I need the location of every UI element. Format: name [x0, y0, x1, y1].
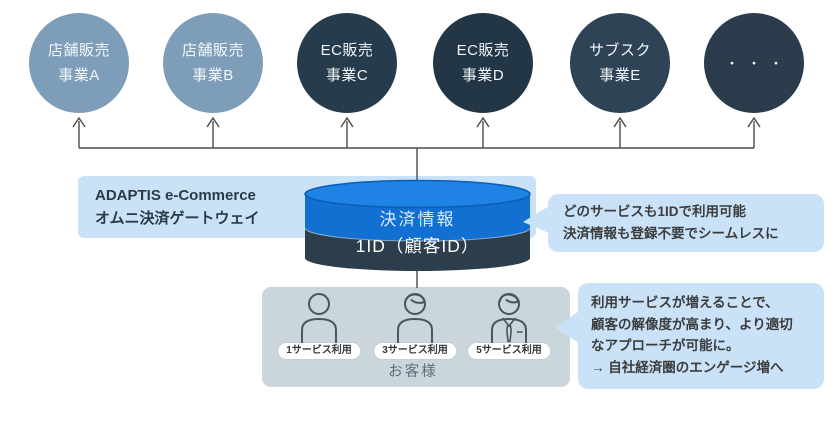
customers-title: お客様 — [388, 364, 438, 380]
customer-group-box: 1サービス利用 3サービス利用 5サービス利用 お客様 — [262, 287, 570, 387]
service-label-line2: 事業D — [461, 67, 505, 84]
service-circle-store-a: 店舗販売 事業A — [29, 13, 129, 113]
callout-text-line: なアプローチが可能に。 — [591, 338, 740, 353]
service-label-line2: 事業B — [192, 67, 234, 84]
arrow-up-icon — [747, 116, 761, 128]
persona-usage-badge: 5サービス利用 — [468, 343, 550, 359]
service-label-line2: 事業C — [325, 67, 369, 84]
service-circle-ec-c: EC販売 事業C — [297, 13, 397, 113]
arrow-up-icon — [340, 116, 354, 128]
database-id-label: 1ID（顧客ID） — [355, 236, 480, 256]
persona-usage-badge: 3サービス利用 — [374, 343, 456, 359]
arrow-up-icon — [476, 116, 490, 128]
service-label-line1: EC販売 — [320, 42, 374, 59]
service-circle-ec-d: EC販売 事業D — [433, 13, 533, 113]
arrow-up-icon — [72, 116, 86, 128]
database-payment-label: 決済情報 — [379, 210, 456, 229]
person-casual-icon — [391, 291, 439, 344]
service-label-line1: 店舗販売 — [181, 42, 244, 59]
service-circle-more: ・・・ — [704, 13, 804, 113]
service-label-line2: 事業E — [599, 67, 641, 84]
customer-insight-callout: 利用サービスが増えることで、 顧客の解像度が高まり、より適切 なアプローチが可能… — [578, 283, 824, 389]
callout-text-line: 決済情報も登録不要でシームレスに — [563, 226, 779, 241]
gateway-product-name: ADAPTIS e-Commerce — [95, 187, 256, 204]
callout-text-line: 顧客の解像度が高まり、より適切 — [591, 316, 793, 332]
arrow-up-icon — [613, 116, 627, 128]
persona-usage-badge: 1サービス利用 — [278, 343, 360, 359]
gateway-benefit-callout: どのサービスも1IDで利用可能 決済情報も登録不要でシームレスに — [548, 194, 824, 252]
service-label-line1: 店舗販売 — [47, 42, 110, 59]
callout-text-line: → 自社経済圏のエンゲージ増へ — [591, 359, 784, 375]
service-label-line1: サブスク — [588, 42, 651, 59]
callout-text-line: 利用サービスが増えることで、 — [591, 295, 779, 310]
arrow-up-icon — [206, 116, 220, 128]
ellipsis-dots: ・・・ — [725, 55, 792, 71]
service-circle-subscription-e: サブスク 事業E — [570, 13, 670, 113]
service-circle-store-b: 店舗販売 事業B — [163, 13, 263, 113]
service-label-line2: 事業A — [58, 67, 100, 84]
person-basic-icon — [295, 291, 343, 344]
person-suit-icon — [485, 291, 533, 344]
gateway-product-subtitle: オムニ決済ゲートウェイ — [95, 210, 260, 227]
service-label-line1: EC販売 — [456, 42, 510, 59]
callout-text-line: どのサービスも1IDで利用可能 — [563, 204, 747, 219]
